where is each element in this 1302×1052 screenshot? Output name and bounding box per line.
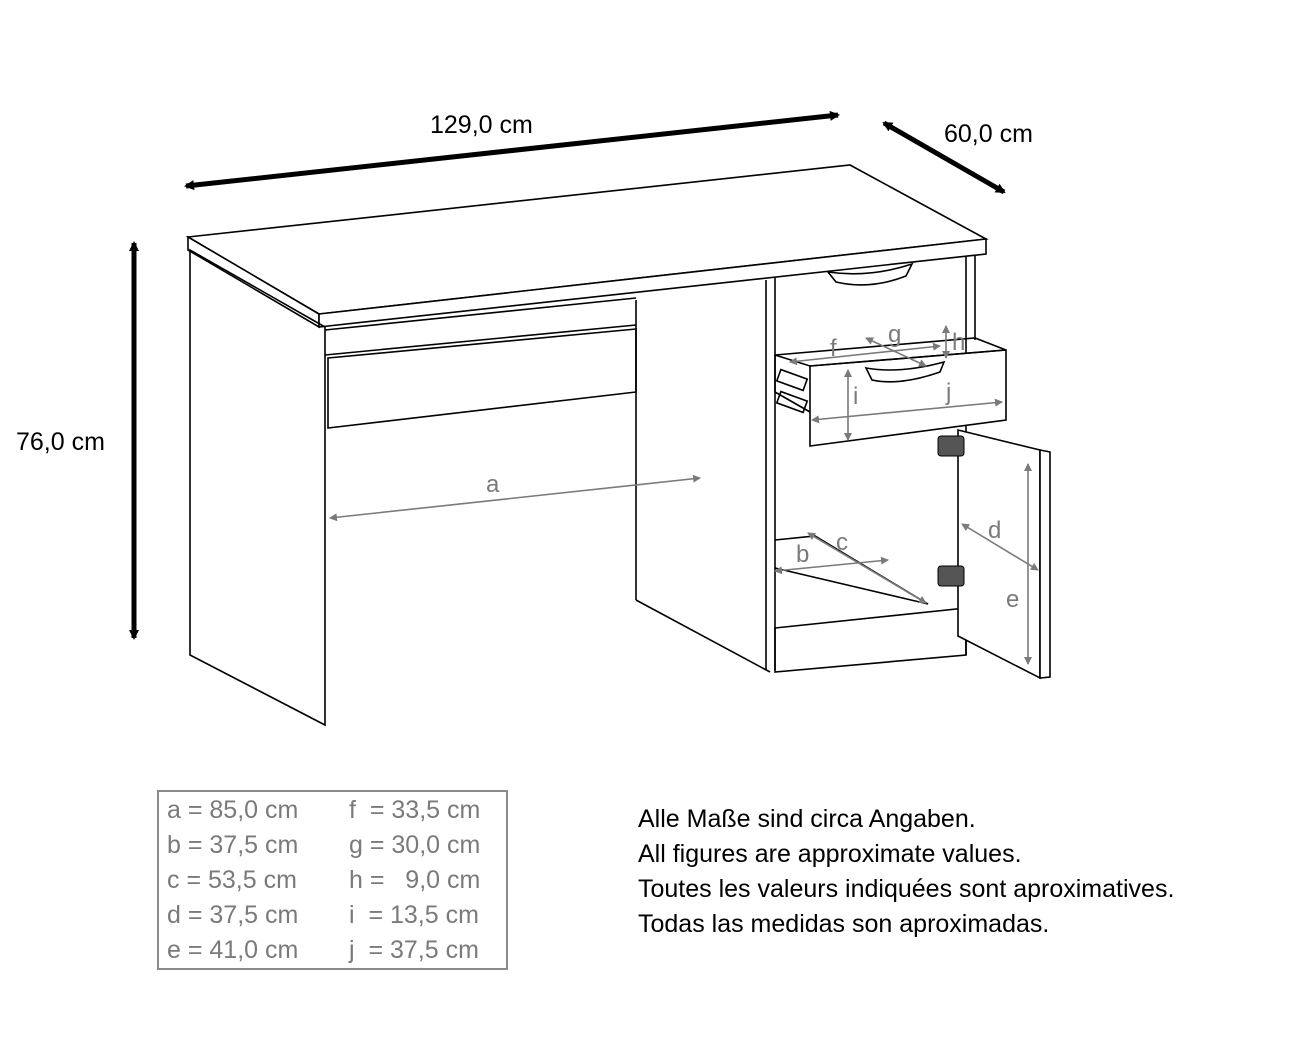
hinges bbox=[937, 435, 965, 587]
pedestal-base bbox=[774, 607, 967, 673]
drawer-runner bbox=[775, 368, 809, 392]
legend-entry: h = 9,0 cm bbox=[349, 866, 481, 894]
hinge-top bbox=[937, 435, 965, 457]
note-english: All figures are approximate values. bbox=[638, 840, 1022, 868]
approximate-values-notes: Alle Maße sind circa Angaben. All figure… bbox=[638, 802, 1174, 942]
legend-entry: a = 85,0 cm bbox=[167, 796, 299, 824]
left-side-panel bbox=[189, 248, 326, 727]
legend-row: c = 53,5 cm h = 9,0 cm bbox=[167, 866, 480, 900]
legend-row: e = 41,0 cm j = 37,5 cm bbox=[167, 936, 479, 970]
legend-entry: i = 13,5 cm bbox=[349, 901, 479, 929]
legend-row: a = 85,0 cm f = 33,5 cm bbox=[167, 796, 480, 830]
part-label-d: d bbox=[988, 517, 1001, 544]
part-dimension-arrows bbox=[329, 325, 1039, 665]
legend-row: d = 37,5 cm i = 13,5 cm bbox=[167, 901, 479, 935]
part-label-j: j bbox=[945, 379, 951, 406]
legend-entry: g = 30,0 cm bbox=[349, 831, 481, 859]
front-rail-panel bbox=[327, 328, 637, 429]
overall-dimension-arrows bbox=[129, 110, 1006, 640]
width-arrow bbox=[184, 110, 840, 191]
note-spanish: Todas las medidas son aproximadas. bbox=[638, 910, 1050, 938]
height-label: 76,0 cm bbox=[16, 428, 105, 456]
part-label-b: b bbox=[796, 541, 809, 568]
dim-a bbox=[329, 474, 701, 522]
part-label-c: c bbox=[836, 529, 848, 556]
part-label-g: g bbox=[888, 321, 901, 348]
legend-entry: f = 33,5 cm bbox=[349, 796, 481, 824]
depth-arrow bbox=[882, 120, 1006, 195]
legend-entry: j = 37,5 cm bbox=[349, 936, 479, 964]
hinge-bottom bbox=[937, 565, 965, 587]
part-label-h: h bbox=[952, 329, 965, 356]
top-drawer-handle bbox=[826, 262, 914, 286]
dimension-legend-table: a = 85,0 cm f = 33,5 cm b = 37,5 cm g = … bbox=[157, 790, 508, 970]
desk-outline bbox=[185, 164, 1051, 727]
door-edge bbox=[1039, 449, 1051, 679]
dim-g bbox=[865, 337, 927, 367]
legend-entry: e = 41,0 cm bbox=[167, 936, 299, 964]
part-label-i: i bbox=[853, 383, 858, 410]
dim-c bbox=[807, 532, 927, 604]
desk-technical-drawing: 129,0 cm 60,0 cm 76,0 cm a b c d e f g h… bbox=[16, 110, 1051, 727]
part-label-a: a bbox=[486, 471, 500, 498]
part-label-e: e bbox=[1006, 586, 1019, 613]
width-label: 129,0 cm bbox=[430, 111, 533, 139]
legend-entry: d = 37,5 cm bbox=[167, 901, 299, 929]
depth-label: 60,0 cm bbox=[944, 120, 1033, 148]
note-french: Toutes les valeurs indiquées sont aproxi… bbox=[638, 875, 1175, 903]
left-rail bbox=[324, 297, 637, 331]
pedestal-left-side bbox=[635, 599, 771, 673]
note-german: Alle Maße sind circa Angaben. bbox=[638, 805, 976, 833]
open-drawer-handle bbox=[864, 360, 946, 383]
part-label-f: f bbox=[830, 335, 837, 362]
legend-entry: b = 37,5 cm bbox=[167, 831, 299, 859]
dim-j bbox=[811, 398, 1003, 424]
legend-entry: c = 53,5 cm bbox=[167, 866, 297, 894]
legend-row: b = 37,5 cm g = 30,0 cm bbox=[167, 831, 480, 865]
